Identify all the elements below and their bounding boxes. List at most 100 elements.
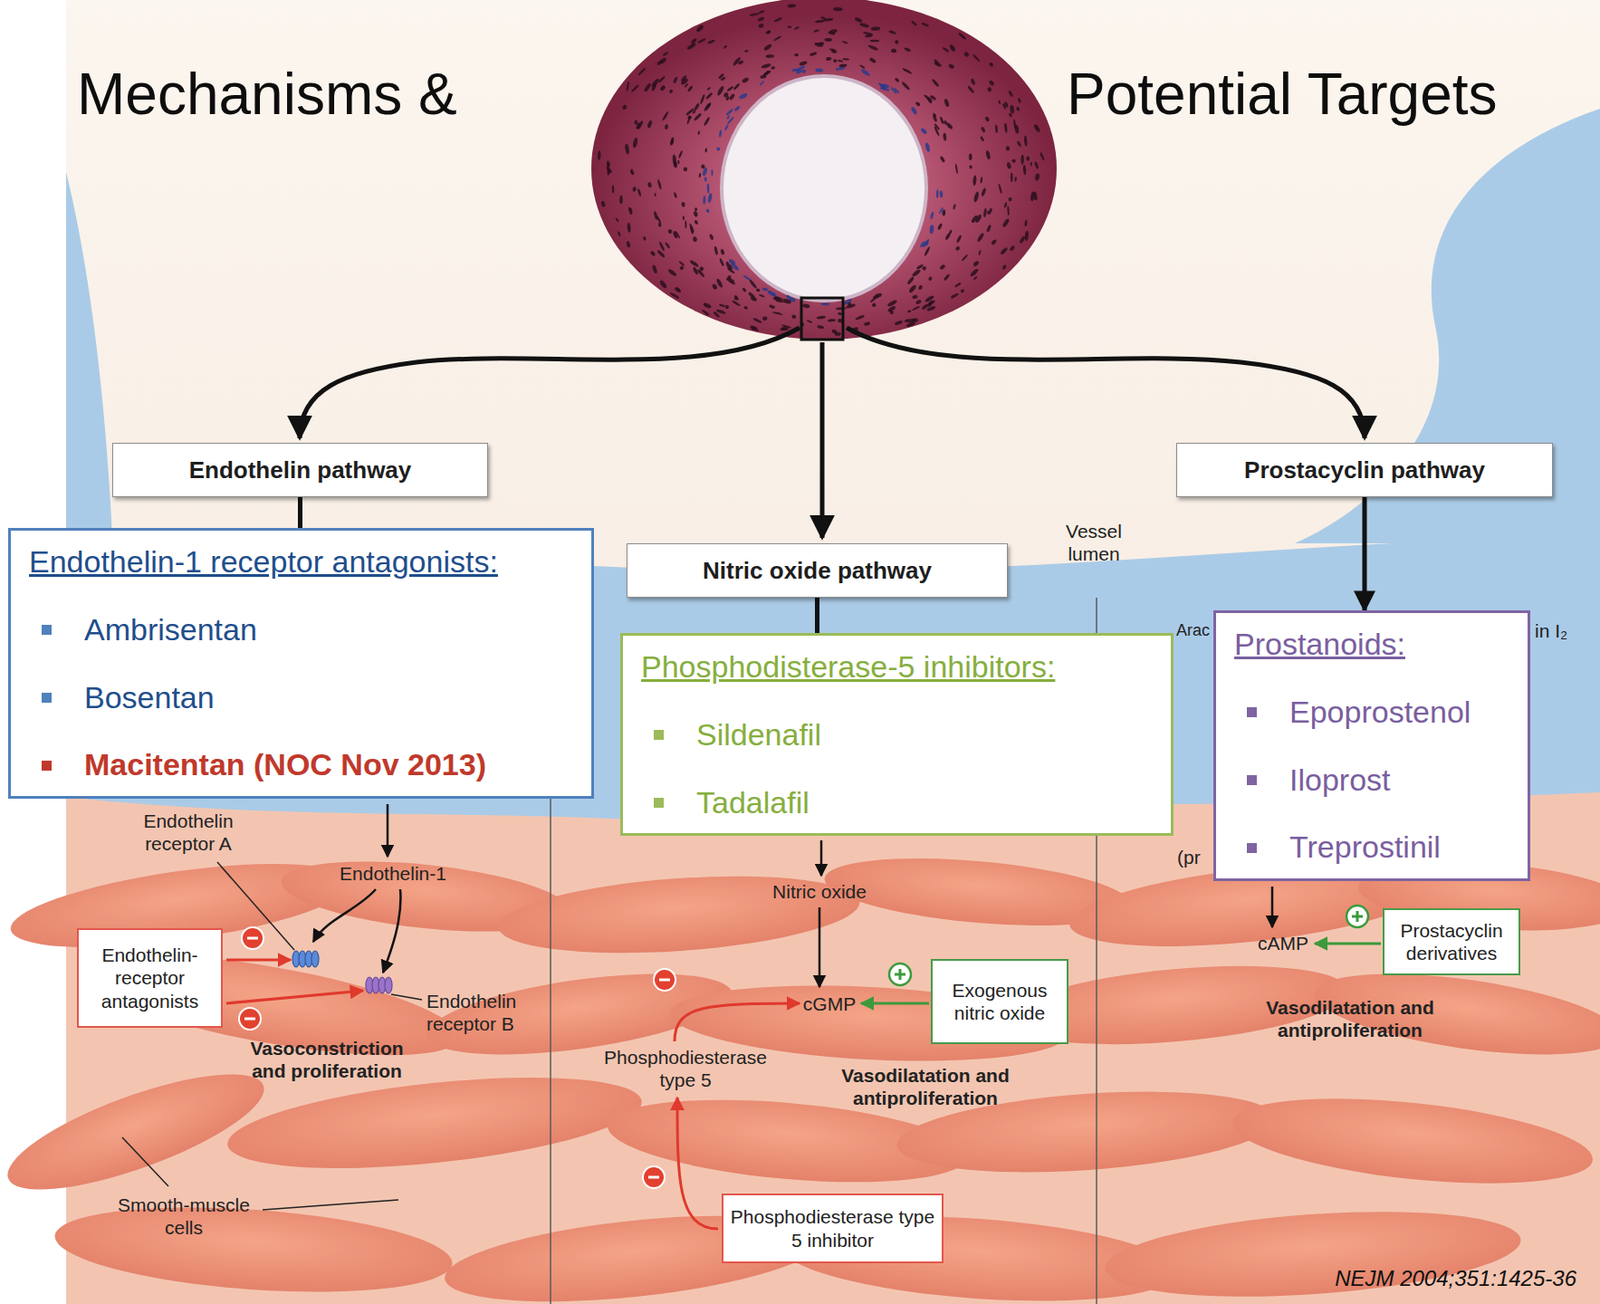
cell-nucleus xyxy=(716,85,726,96)
cell-nucleus xyxy=(839,63,848,68)
cell-nucleus xyxy=(968,268,979,278)
cell-nucleus xyxy=(1001,218,1010,229)
plus-symbol xyxy=(889,963,911,986)
cell-nucleus xyxy=(939,190,944,198)
cell-nucleus xyxy=(997,183,1003,195)
cell-nucleus xyxy=(798,60,808,68)
minus-symbol xyxy=(659,978,671,982)
cell-nucleus xyxy=(728,93,737,101)
smooth-muscle-cell xyxy=(1228,1083,1598,1198)
cell-nucleus xyxy=(689,222,696,233)
clipped-label: Arac xyxy=(1176,621,1210,642)
cell-nucleus xyxy=(863,321,872,326)
cell-nucleus xyxy=(741,76,750,85)
cell-nucleus xyxy=(936,189,939,199)
cell-nucleus xyxy=(990,239,997,247)
inhibitor-box: Endothelin-receptor antagonists xyxy=(76,928,223,1028)
cell-nucleus xyxy=(958,31,968,40)
cell-nucleus xyxy=(670,136,675,145)
cell-nucleus xyxy=(827,318,837,323)
minus-symbol xyxy=(239,1007,261,1030)
inhibition-arrow xyxy=(226,959,800,1229)
cell-nucleus xyxy=(726,86,734,93)
signal-arrow xyxy=(820,840,824,876)
histology-image xyxy=(591,0,1057,340)
cell-nucleus xyxy=(659,57,668,66)
cell-nucleus xyxy=(942,273,950,282)
cell-nucleus xyxy=(794,53,799,57)
receptor-label: Endothelin receptor B xyxy=(426,989,540,1035)
leader-line xyxy=(122,1137,169,1187)
cell-nucleus xyxy=(757,22,765,29)
cell-nucleus xyxy=(835,66,846,71)
cell-nucleus xyxy=(763,43,773,52)
cell-nucleus xyxy=(607,169,613,174)
cell-nucleus xyxy=(694,207,699,211)
cell-nucleus xyxy=(918,284,924,291)
receptor-symbol xyxy=(365,977,393,994)
bullet-square xyxy=(41,760,52,771)
cell-nucleus xyxy=(759,80,766,87)
signal-arrow xyxy=(383,889,401,973)
molecule-label: cGMP xyxy=(803,992,856,1016)
cell-nucleus xyxy=(893,76,900,83)
cell-nucleus xyxy=(919,240,926,249)
cell-nucleus xyxy=(813,28,820,33)
cell-nucleus xyxy=(600,200,606,208)
cell-nucleus xyxy=(1034,172,1040,182)
cell-nucleus xyxy=(1005,145,1010,151)
cell-nucleus xyxy=(818,41,825,46)
cell-nucleus xyxy=(623,143,630,154)
cell-nucleus xyxy=(941,209,946,216)
stimulation-arrow xyxy=(1314,942,1381,946)
cell-nucleus xyxy=(756,16,765,22)
cell-nucleus xyxy=(862,30,873,36)
histology-image xyxy=(721,76,927,301)
cell-nucleus xyxy=(932,112,938,117)
cell-nucleus xyxy=(908,284,918,295)
cell-nucleus xyxy=(657,75,666,84)
leader-line xyxy=(391,994,422,1000)
cell-nucleus xyxy=(773,17,783,23)
plus-symbol xyxy=(1346,905,1369,928)
cell-nucleus xyxy=(614,217,620,223)
cell-nucleus xyxy=(938,155,946,163)
cell-nucleus xyxy=(974,213,983,224)
minus-symbol xyxy=(642,1166,665,1189)
cell-nucleus xyxy=(995,124,999,134)
cell-nucleus xyxy=(693,112,703,122)
cell-nucleus xyxy=(724,304,729,309)
cell-nucleus xyxy=(891,47,898,53)
cell-nucleus xyxy=(814,41,824,48)
cell-nucleus xyxy=(612,184,614,193)
list-item: Epoprostenol xyxy=(1234,693,1510,731)
cell-nucleus xyxy=(703,116,711,127)
heading-text: Prostanoids: xyxy=(1234,626,1406,662)
cell-nucleus xyxy=(702,195,706,205)
signal-arrow xyxy=(818,907,822,987)
cell-nucleus xyxy=(986,224,992,233)
drug-name: Epoprostenol xyxy=(1289,694,1471,729)
cell-nucleus xyxy=(649,249,656,257)
slide-title: Potential Targets xyxy=(1066,61,1498,129)
cell-nucleus xyxy=(626,222,632,233)
cell-nucleus xyxy=(890,86,898,95)
pathway-connector xyxy=(297,497,303,528)
region-label: Vessel lumen xyxy=(1048,519,1140,566)
cell-nucleus xyxy=(933,125,940,137)
cell-nucleus xyxy=(779,327,788,331)
cell-nucleus xyxy=(910,268,921,278)
minus-symbol xyxy=(653,968,676,991)
cell-nucleus xyxy=(731,299,741,307)
cell-nucleus xyxy=(711,283,719,291)
molecule-label: Endothelin-1 xyxy=(339,862,447,885)
cell-nucleus xyxy=(719,249,725,256)
cell-nucleus xyxy=(772,310,784,316)
class-heading: Phosphodisterase-5 inhibitors: xyxy=(641,648,1153,686)
drug-name: Treprostinil xyxy=(1289,829,1441,864)
cell-nucleus xyxy=(678,150,684,159)
cell-nucleus xyxy=(938,263,946,270)
cell-nucleus xyxy=(687,114,693,121)
plus-symbol xyxy=(889,963,911,986)
